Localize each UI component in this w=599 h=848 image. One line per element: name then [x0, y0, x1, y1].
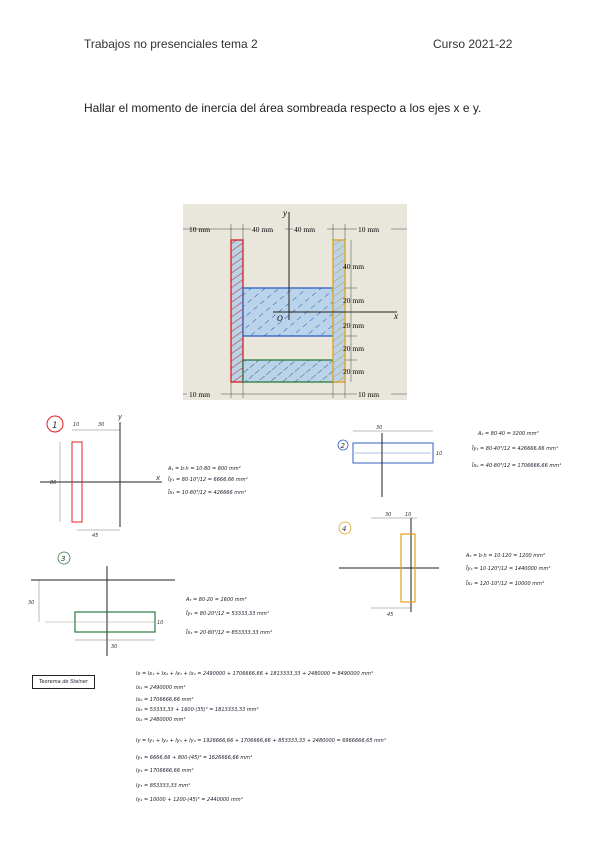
problem-statement: Hallar el momento de inercia del área so… — [84, 101, 482, 115]
dim-top-right: 10 mm — [358, 225, 379, 234]
part3-sketch: 3 30 10 30 — [28, 551, 175, 656]
part4-number: 4 — [342, 525, 346, 533]
part2-number: 2 — [341, 442, 346, 450]
dim-right-20c: 20 mm — [343, 344, 364, 353]
part2-rect — [352, 442, 434, 464]
part1-dim-top-a: 10 — [73, 422, 79, 428]
document-header-right: Curso 2021-22 — [433, 37, 513, 51]
dim-top-40a: 40 mm — [252, 225, 273, 234]
dim-bottom-right: 10 mm — [358, 390, 379, 399]
dim-top-left: 10 mm — [189, 225, 210, 234]
part1-line1: A₁ = b·h = 10·80 = 800 mm² — [168, 466, 241, 472]
part1-number: 1 — [52, 421, 58, 431]
steiner-line-1: Ix = Ix₁ + Ix₂ + Ix₃ + Ix₄ = 2490000 + 1… — [136, 671, 374, 677]
part1-rect — [71, 441, 83, 523]
part1-number-circle — [46, 415, 64, 433]
steiner-line-2: Ix₁ = 2490000 mm⁴ — [136, 685, 186, 691]
part2-line3: Īx₂ = 40·80³/12 = 1706666,66 mm⁴ — [472, 463, 562, 469]
left-bar-outline — [230, 239, 244, 383]
part2-line2: Īy₂ = 80·40³/12 = 426666,66 mm⁴ — [472, 446, 558, 452]
steiner-line-5: Ix₄ = 2480000 mm⁴ — [136, 717, 186, 723]
part1-sketch: 1 10 30 80 45 y x — [40, 413, 162, 539]
part4-sketch: 4 30 10 45 — [338, 512, 439, 618]
part3-number: 3 — [61, 555, 65, 563]
part3-line2: Īy₃ = 80·20³/12 = 53333,33 mm⁴ — [186, 611, 269, 617]
steiner-line-3: Ix₂ = 1706666,66 mm⁴ — [136, 697, 194, 703]
part3-dim-bottom: 30 — [111, 644, 117, 650]
dim-bottom-left: 10 mm — [189, 390, 210, 399]
part2-dim-right: 10 — [436, 451, 442, 457]
part1-line3: Īx₁ = 10·80³/12 = 426666 mm⁴ — [168, 490, 246, 496]
part4-dim-top-b: 10 — [405, 512, 411, 518]
svg-text:y: y — [117, 413, 123, 421]
y-axis-label: y — [282, 208, 287, 218]
part1-dim-left: 80 — [50, 480, 56, 486]
part2-dim-top: 30 — [376, 425, 382, 431]
part4-dim-top-a: 30 — [385, 512, 391, 518]
svg-text:x: x — [155, 474, 161, 482]
document-header-left: Trabajos no presenciales tema 2 — [84, 37, 258, 51]
problem-figure: y x O 10 mm 40 mm 40 mm 10 mm 40 mm 20 m… — [183, 204, 407, 400]
steiner-line-6: Iy = Iy₁ + Iy₂ + Iy₃ + Iy₄ = 1926666,66 … — [136, 738, 386, 744]
part4-dim-bottom: 45 — [387, 612, 393, 618]
dim-right-20b: 20 mm — [343, 321, 364, 330]
part2-sketch: 2 30 10 — [337, 425, 442, 497]
steiner-line-4: Ix₃ = 53333,33 + 1600·(35)² = 1813333,33… — [136, 707, 259, 713]
dim-right-40: 40 mm — [343, 262, 364, 271]
dim-right-20a: 20 mm — [343, 296, 364, 305]
part2-line1: A₂ = 80·40 = 3200 mm² — [478, 431, 539, 437]
part1-dim-bottom: 45 — [92, 533, 98, 539]
part4-line3: Īx₄ = 120·10³/12 = 10000 mm⁴ — [466, 581, 544, 587]
steiner-line-7: Iy₁ = 6666,66 + 800·(45)² = 1626666,66 m… — [136, 755, 253, 761]
steiner-line-10: Iy₄ = 10000 + 1200·(45)² = 2440000 mm⁴ — [136, 797, 243, 803]
part1-line2: Īy₁ = 80·10³/12 = 6666,66 mm⁴ — [168, 477, 248, 483]
part3-dim-right: 10 — [157, 620, 163, 626]
part3-line3: Īx₃ = 20·80³/12 = 853333,33 mm⁴ — [186, 630, 272, 636]
steiner-label-box: Teorema de Steiner — [32, 675, 95, 689]
x-axis-label: x — [393, 311, 398, 321]
part4-line2: Īy₄ = 10·120³/12 = 1440000 mm⁴ — [466, 566, 551, 572]
part4-rect — [400, 533, 416, 603]
origin-label: O — [277, 314, 283, 323]
steiner-line-8: Iy₂ = 1706666,66 mm⁴ — [136, 768, 194, 774]
part3-line1: A₃ = 80·20 = 1600 mm² — [186, 597, 247, 603]
lower-rectangle-hatch — [243, 360, 337, 382]
dim-right-20d: 20 mm — [343, 367, 364, 376]
right-bar-outline — [332, 239, 346, 383]
dim-top-40b: 40 mm — [294, 225, 315, 234]
figure-drawing: y x O 10 mm 40 mm 40 mm 10 mm 40 mm 20 m… — [183, 208, 407, 399]
part3-dim-left: 30 — [28, 600, 34, 606]
part4-line1: A₄ = b·h = 10·120 = 1200 mm² — [466, 553, 546, 559]
part1-dim-top-b: 30 — [98, 422, 104, 428]
steiner-line-9: Iy₃ = 853333,33 mm⁴ — [136, 783, 191, 789]
